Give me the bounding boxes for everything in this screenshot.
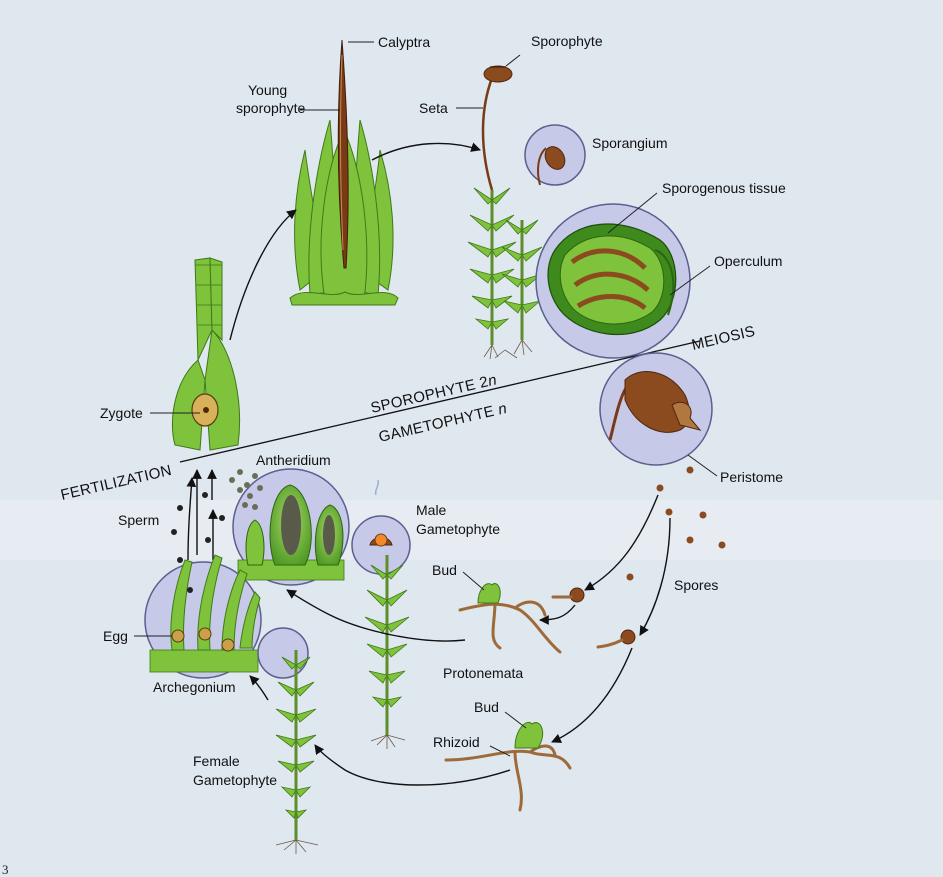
sperm-cluster (171, 492, 225, 571)
zygote-label: Zygote (100, 405, 143, 421)
germinating-spore-upper (551, 587, 585, 603)
female-to-archegonium-arrow (249, 675, 269, 701)
sporangium-section-inset (535, 203, 691, 359)
bud-upper-leader (462, 571, 485, 591)
antheridium-inset (229, 468, 350, 586)
background-band (0, 500, 943, 560)
spores-label: Spores (674, 577, 718, 593)
male-gametophyte-label-line1: Male (416, 502, 447, 518)
egg-label: Egg (103, 628, 128, 644)
female-gametophyte-label-line2: Gametophyte (193, 772, 277, 788)
spore-to-lower-protonema-arrow (551, 647, 633, 743)
calyptra-label: Calyptra (378, 34, 430, 50)
peristome-leader (687, 454, 718, 477)
female-gametophyte-illustration (257, 627, 319, 854)
sporophyte-leader (505, 54, 521, 67)
meiosis-label: MEIOSIS (690, 323, 757, 354)
peristome-inset (599, 352, 713, 466)
spore-to-bud-arrow-lower (639, 517, 671, 636)
young-sporophyte-label-line1: Young (248, 82, 287, 98)
protonema-to-female-arrow (314, 744, 511, 786)
sporangium-inset (524, 124, 586, 186)
protonema-to-antheridium-arrow (286, 589, 466, 642)
protonemata-label: Protonemata (443, 665, 523, 681)
sperm-label: Sperm (118, 512, 159, 528)
protonema-upper-illustration (458, 583, 562, 654)
bud-lower-leader (504, 711, 527, 729)
male-gametophyte-label-line2: Gametophyte (416, 521, 500, 537)
antheridium-label: Antheridium (256, 452, 331, 468)
spore-to-protonema-arrow (539, 604, 576, 625)
bud-upper-label: Bud (432, 562, 457, 578)
rhizoid-leader (489, 745, 511, 757)
peristome-label: Peristome (720, 469, 783, 485)
ploidy-divider-line (179, 340, 701, 463)
operculum-label: Operculum (714, 253, 782, 269)
sporogenous-tissue-leader (607, 192, 658, 234)
spores-cluster (626, 466, 726, 581)
archegonium-to-zygote-arrow (186, 477, 197, 561)
archegonium-label: Archegonium (153, 679, 236, 695)
bud-lower-label: Bud (474, 699, 499, 715)
young-sporophyte-illustration (289, 39, 399, 306)
male-gametophyte-illustration (351, 479, 411, 749)
young-sporophyte-label-line2: sporophyte (236, 100, 305, 116)
seta-label: Seta (419, 100, 448, 116)
sporophyte-label: Sporophyte (531, 33, 603, 49)
zygote-to-young-sporophyte-arrow (229, 209, 297, 341)
corner-mark: 3 (2, 862, 9, 877)
zygote-illustration (171, 257, 241, 451)
operculum-leader (669, 265, 711, 296)
spore-to-bud-arrow-upper (584, 494, 659, 591)
rhizoid-label: Rhizoid (433, 734, 480, 750)
fertilization-label: FERTILIZATION (59, 462, 173, 504)
young-to-mature-sporophyte-arrow (371, 142, 481, 161)
sporogenous-tissue-label: Sporogenous tissue (662, 180, 786, 196)
germinating-spore-lower (596, 629, 636, 649)
female-gametophyte-label-line1: Female (193, 753, 240, 769)
mature-sporophyte-illustration (467, 65, 543, 360)
sporangium-label: Sporangium (592, 135, 668, 151)
protonema-lower-illustration (444, 722, 572, 812)
archegonium-inset (144, 554, 262, 679)
